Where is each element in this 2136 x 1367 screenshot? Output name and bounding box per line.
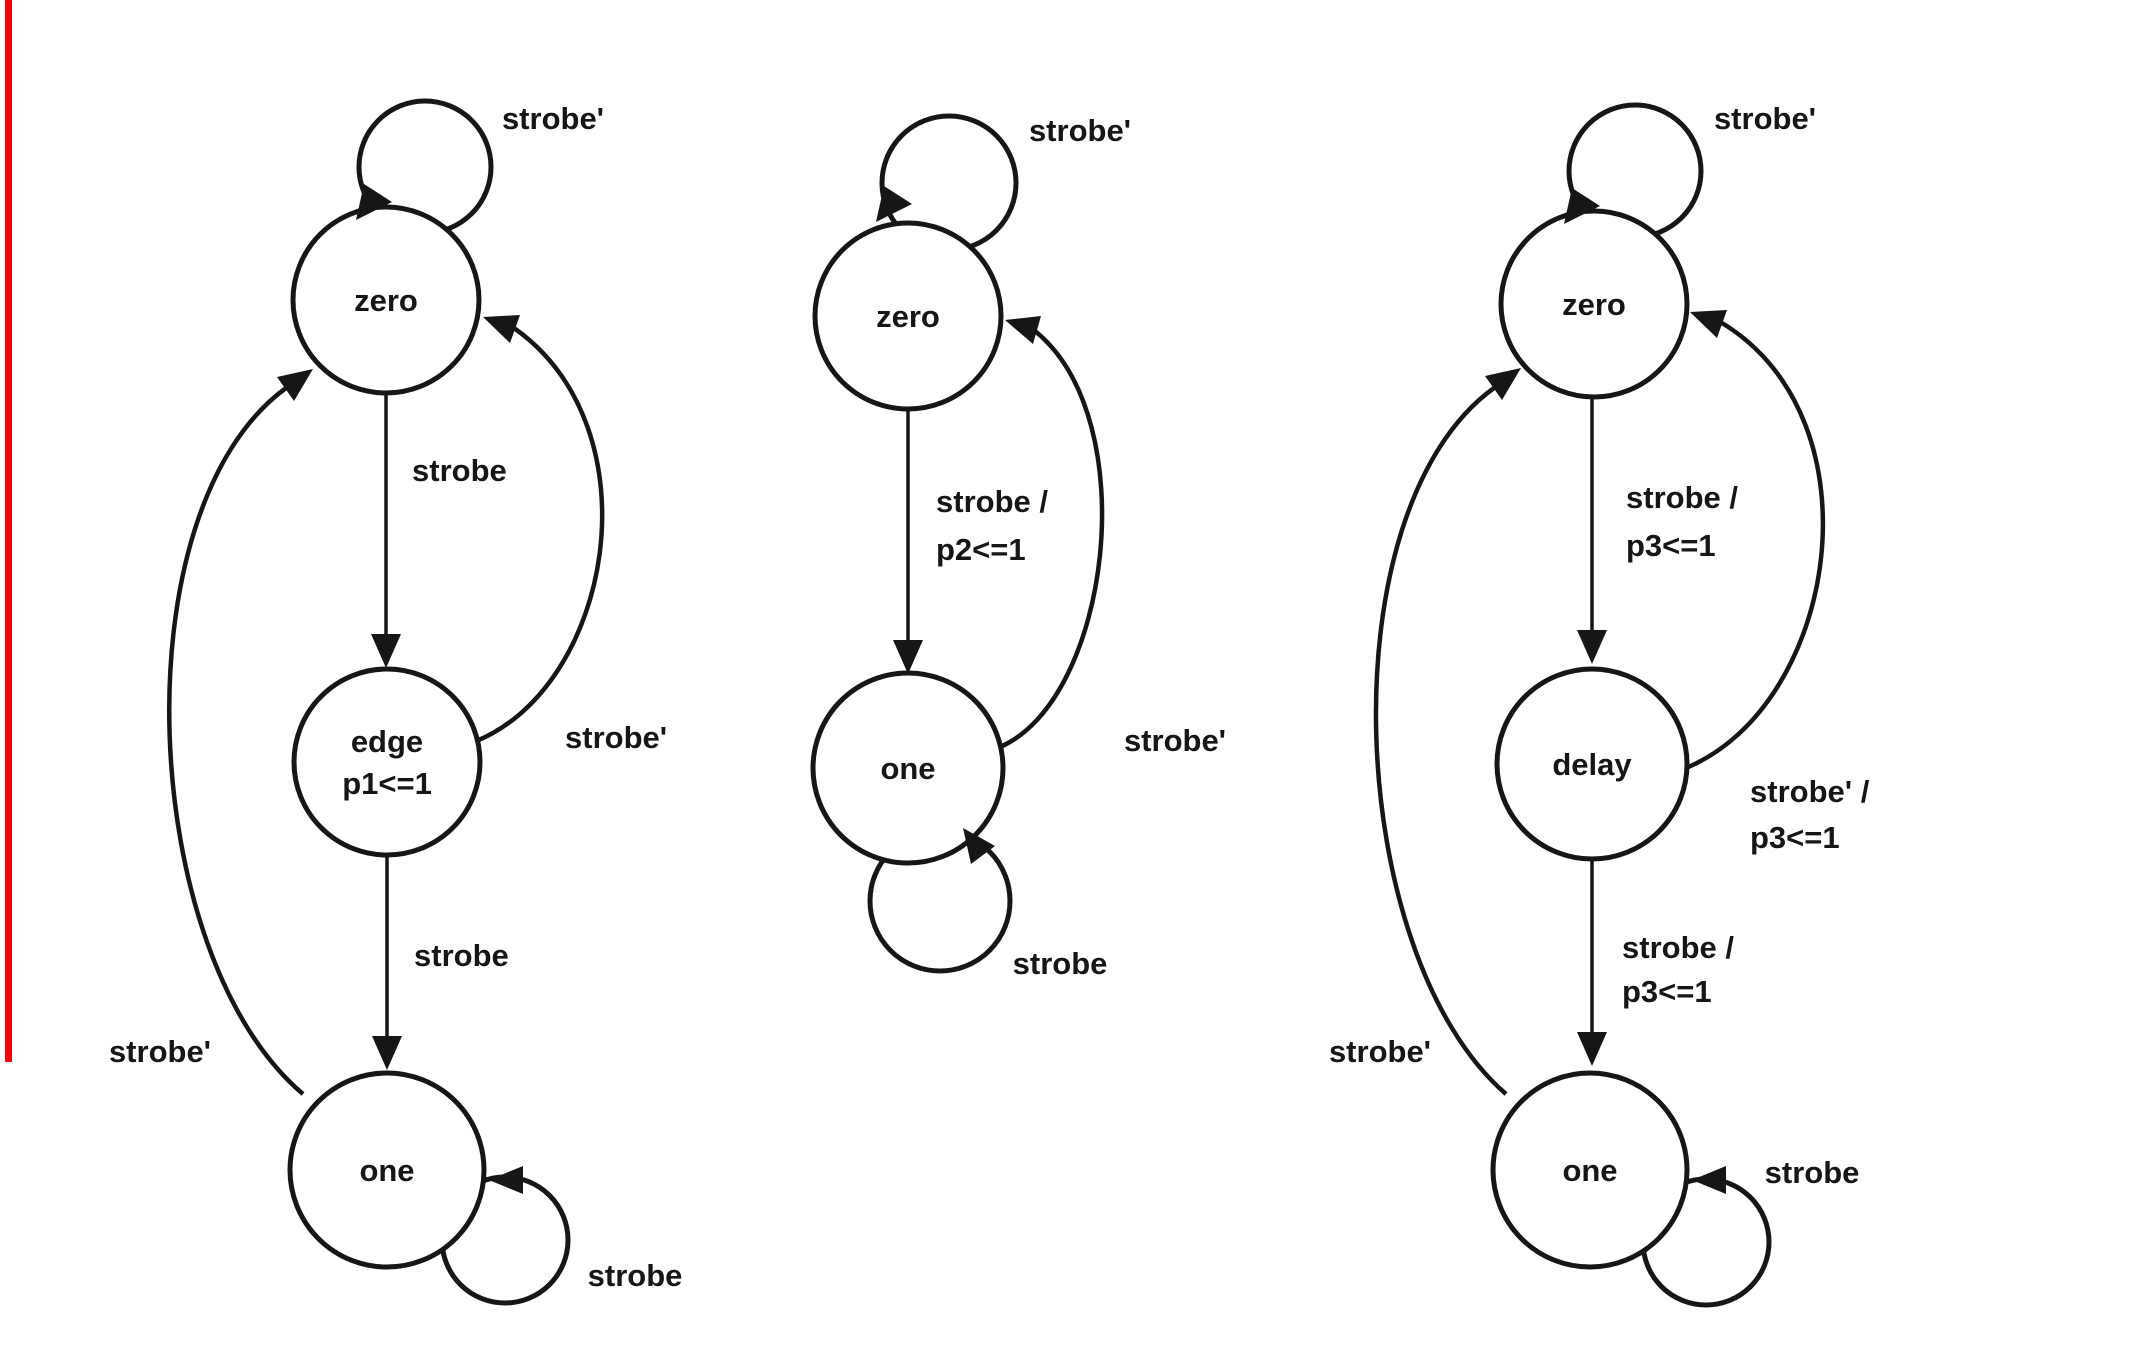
d3-label-delay-to-zero-line1: strobe' /	[1750, 774, 1870, 809]
d3-transition-delay-to-zero-curve	[1685, 321, 1826, 771]
d2-label-zero-to-one-line1: strobe /	[936, 484, 1048, 519]
d1-transition-one-to-zero-curve	[167, 386, 305, 1096]
fsm-diagram-2: zero one strobe' strobe / p2<=1 strobe' …	[810, 113, 1226, 981]
d2-state-one-label: one	[880, 751, 935, 786]
d2-arrowhead-one-to-zero	[1005, 316, 1041, 344]
d3-label-delay-to-zero-line2: p3<=1	[1750, 820, 1840, 855]
d3-label-one-to-zero: strobe'	[1329, 1034, 1431, 1069]
d3-state-delay-circle	[1494, 666, 1690, 862]
d2-arrowhead-self-loop-zero	[876, 186, 912, 222]
d3-arrowhead-self-loop-zero	[1564, 188, 1600, 224]
d2-arrowhead-zero-to-one	[893, 640, 923, 674]
d3-label-delay-to-one-line2: p3<=1	[1622, 974, 1712, 1009]
d1-label-edge-to-one: strobe	[414, 938, 509, 973]
fsm-diagram-1: zero edge p1<=1 one strobe' strobe strob…	[109, 98, 683, 1306]
d3-state-one-circle	[1490, 1070, 1690, 1270]
d1-state-edge-label-line1: edge	[351, 724, 423, 759]
d1-state-edge-circle	[291, 666, 483, 858]
scan-margin-red-line	[5, 0, 12, 1062]
d3-label-zero-self-loop: strobe'	[1714, 101, 1816, 136]
d1-arrowhead-edge-to-one	[372, 1036, 402, 1070]
d1-state-zero-circle	[290, 204, 482, 396]
d1-state-zero-label: zero	[354, 283, 418, 318]
d3-state-delay-label: delay	[1552, 747, 1632, 782]
d2-state-zero-circle	[812, 220, 1004, 412]
d1-arrowhead-edge-to-zero	[483, 315, 520, 343]
d1-label-zero-to-edge: strobe	[412, 453, 507, 488]
d1-label-one-to-zero: strobe'	[109, 1034, 211, 1069]
d1-state-one-circle	[287, 1070, 487, 1270]
d3-arrowhead-self-loop-one	[1692, 1166, 1726, 1194]
d3-label-delay-to-one-line1: strobe /	[1622, 930, 1734, 965]
d1-state-one-label: one	[359, 1153, 414, 1188]
d3-arrowhead-one-to-zero	[1485, 368, 1521, 400]
d2-label-zero-to-one-line2: p2<=1	[936, 532, 1026, 567]
d3-label-zero-to-delay-line2: p3<=1	[1626, 528, 1716, 563]
d1-label-one-self-loop: strobe	[588, 1258, 683, 1293]
d3-label-one-self-loop: strobe	[1765, 1155, 1860, 1190]
d2-state-zero-label: zero	[876, 299, 940, 334]
d1-arrowhead-self-loop-zero	[356, 184, 392, 220]
d2-label-one-to-zero: strobe'	[1124, 723, 1226, 758]
d3-arrowhead-delay-to-one	[1577, 1032, 1607, 1066]
d1-arrowhead-self-loop-one	[489, 1166, 523, 1194]
d1-arrowhead-one-to-zero	[277, 369, 313, 401]
d3-state-one-label: one	[1562, 1153, 1617, 1188]
d1-label-edge-to-zero: strobe'	[565, 720, 667, 755]
d3-state-zero-circle	[1498, 208, 1690, 400]
d1-arrowhead-zero-to-edge	[371, 634, 401, 668]
d3-arrowhead-delay-to-zero	[1690, 310, 1727, 338]
d2-label-zero-self-loop: strobe'	[1029, 113, 1131, 148]
d3-state-zero-label: zero	[1562, 287, 1626, 322]
d3-transition-one-to-zero-curve	[1373, 386, 1508, 1096]
fsm-diagram-3: zero delay one strobe' strobe / p3<=1 st…	[1329, 101, 1870, 1308]
d1-label-zero-self-loop: strobe'	[502, 101, 604, 136]
d1-transition-edge-to-zero-curve	[473, 326, 605, 745]
d1-state-edge-label-line2: p1<=1	[342, 766, 432, 801]
d3-label-zero-to-delay-line1: strobe /	[1626, 480, 1738, 515]
d2-transition-one-to-zero-curve	[999, 329, 1105, 750]
d3-arrowhead-zero-to-delay	[1577, 630, 1607, 664]
d2-arrowhead-self-loop-one	[963, 828, 995, 864]
d2-label-one-self-loop: strobe	[1013, 946, 1108, 981]
